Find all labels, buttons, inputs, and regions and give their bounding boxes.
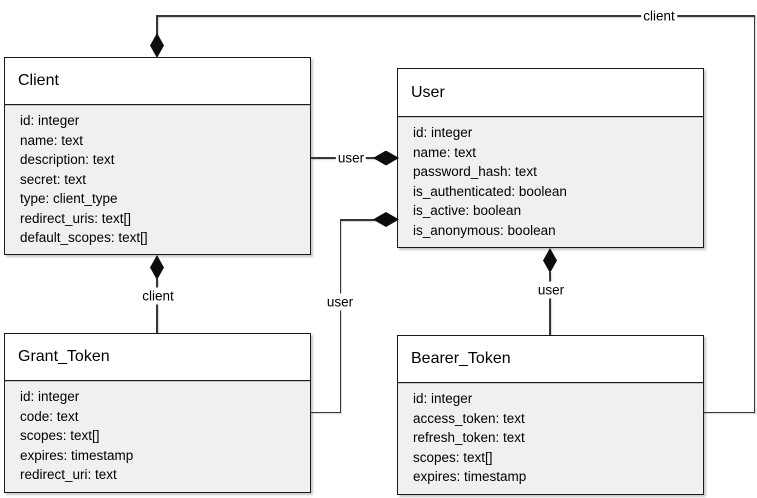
edge-client-bearer-segment-right	[753, 15, 755, 413]
composition-diamond-client-top-icon	[150, 33, 164, 58]
attribute-row: password_hash: text	[413, 164, 537, 179]
attribute-row: expires: timestamp	[413, 469, 527, 484]
edge-label-client-bearer: client	[641, 7, 677, 25]
edge-grant-user-segment-down	[339, 219, 341, 413]
attribute-row: scopes: text[]	[20, 428, 100, 443]
edge-label-user-bearer: user	[535, 281, 567, 299]
entity-grant-token-title: Grant_Token	[5, 334, 310, 381]
composition-diamond-user-bottom-icon	[543, 248, 557, 273]
attribute-row: code: text	[20, 408, 79, 424]
edge-label-user-grant: user	[324, 293, 356, 311]
edge-grant-user-segment-into-user	[340, 219, 375, 221]
composition-diamond-user-left-lower-icon	[373, 212, 399, 227]
entity-client[interactable]: Client id: integer name: text descriptio…	[4, 57, 311, 255]
attribute-row: scopes: text[]	[413, 449, 493, 465]
attribute-row: is_active: boolean	[413, 203, 522, 218]
attribute-row: id: integer	[413, 391, 473, 406]
edge-client-bearer-segment-up	[156, 15, 158, 35]
attribute-row: access_token: text	[413, 410, 525, 426]
attribute-row: id: integer	[413, 125, 473, 140]
entity-user-title: User	[398, 69, 703, 117]
attribute-row: id: integer	[20, 113, 80, 128]
attribute-row: expires: timestamp	[20, 447, 134, 463]
edge-user-bearer-segment	[549, 272, 551, 335]
attribute-row: is_anonymous: boolean	[413, 222, 556, 238]
attribute-row: secret: text	[20, 171, 87, 187]
edge-client-bearer-segment-top	[156, 15, 755, 17]
entity-bearer-token[interactable]: Bearer_Token id: integer access_token: t…	[397, 335, 704, 495]
entity-grant-token-attributes: id: integer code: text scopes: text[] ex…	[5, 381, 310, 485]
entity-grant-token[interactable]: Grant_Token id: integer code: text scope…	[4, 333, 311, 493]
composition-diamond-user-left-upper-icon	[373, 150, 399, 166]
attribute-row: name: text	[413, 144, 477, 160]
edge-label-client-grant: client	[140, 287, 176, 305]
attribute-row: redirect_uri: text	[20, 467, 117, 482]
edge-label-client-user: user	[335, 149, 367, 167]
attribute-row: description: text	[20, 152, 115, 167]
entity-client-attributes: id: integer name: text description: text…	[5, 105, 310, 248]
entity-client-title: Client	[5, 58, 310, 105]
edge-client-grant-segment	[156, 279, 158, 333]
attribute-row: default_scopes: text[]	[20, 230, 148, 245]
attribute-row: name: text	[20, 132, 84, 148]
edge-client-bearer-segment-into-bearer	[703, 411, 755, 413]
edge-grant-user-segment-into-grant	[310, 411, 341, 413]
entity-bearer-token-attributes: id: integer access_token: text refresh_t…	[398, 383, 703, 487]
attribute-row: type: client_type	[20, 191, 118, 206]
attribute-row: redirect_uris: text[]	[20, 210, 132, 226]
entity-user[interactable]: User id: integer name: text password_has…	[397, 68, 704, 248]
attribute-row: is_authenticated: boolean	[413, 183, 567, 199]
entity-bearer-token-title: Bearer_Token	[398, 336, 703, 383]
entity-user-attributes: id: integer name: text password_hash: te…	[398, 117, 703, 240]
attribute-row: refresh_token: text	[413, 430, 525, 445]
attribute-row: id: integer	[20, 389, 80, 404]
composition-diamond-client-bottom-icon	[150, 255, 164, 280]
